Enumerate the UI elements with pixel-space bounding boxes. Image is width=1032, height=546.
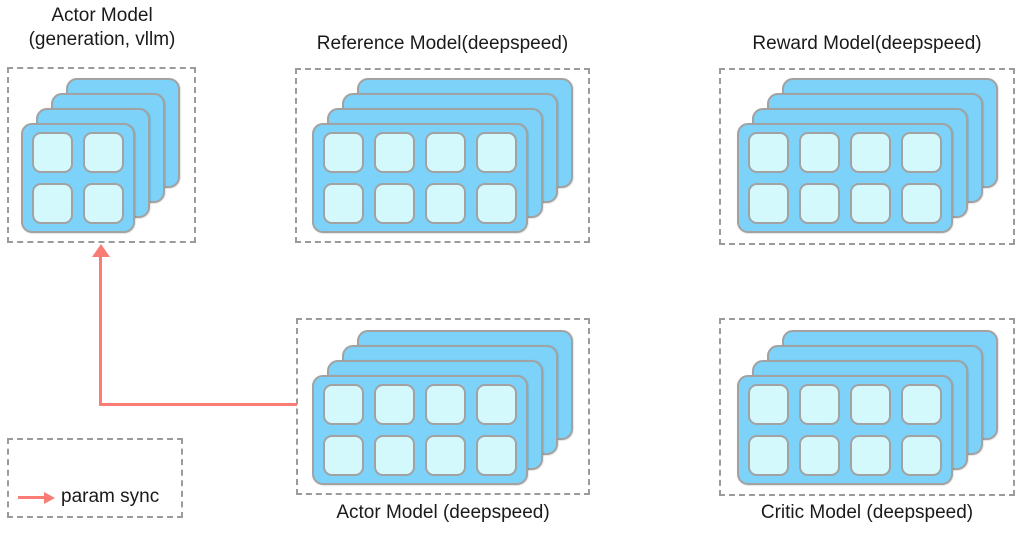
gpu-cell — [748, 132, 789, 173]
gpu-cell — [425, 435, 466, 476]
gpu-cell — [425, 183, 466, 224]
gpu-cell — [32, 183, 73, 224]
gpu-cell — [748, 384, 789, 425]
gpu-grid — [739, 125, 951, 231]
node-title-critic: Critic Model (deepspeed) — [760, 502, 974, 523]
title-line-1: Actor Model — [51, 5, 153, 26]
node-box-reward — [719, 68, 1015, 245]
node-title-reward: Reward Model(deepspeed) — [752, 33, 982, 54]
gpu-card-front — [312, 375, 528, 485]
title-line-2: (generation, vllm) — [28, 29, 176, 50]
gpu-card-stack-actor-vllm — [21, 78, 182, 235]
gpu-cell — [850, 183, 891, 224]
gpu-cell — [425, 384, 466, 425]
gpu-card-front — [312, 123, 528, 233]
gpu-cell — [850, 132, 891, 173]
gpu-grid — [314, 125, 526, 231]
param-sync-arrowhead-icon — [92, 244, 110, 257]
gpu-grid — [314, 377, 526, 483]
gpu-cell — [748, 183, 789, 224]
gpu-cell — [374, 132, 415, 173]
param-sync-arrow-vertical — [99, 256, 102, 406]
gpu-cell — [374, 183, 415, 224]
gpu-cell — [748, 435, 789, 476]
legend-arrow-line — [18, 496, 44, 499]
legend-label: param sync — [61, 486, 160, 507]
gpu-cell — [901, 435, 942, 476]
legend-box: param sync — [7, 438, 183, 518]
gpu-cell — [476, 384, 517, 425]
gpu-grid — [739, 377, 951, 483]
param-sync-arrow-horizontal — [99, 403, 297, 406]
gpu-cell — [374, 435, 415, 476]
gpu-cell — [850, 435, 891, 476]
gpu-cell — [83, 183, 124, 224]
node-title-actor-vllm: Actor Model (generation, vllm) — [0, 4, 204, 52]
gpu-card-stack-reference — [312, 78, 575, 235]
node-box-critic — [719, 318, 1015, 496]
node-box-actor-vllm — [7, 67, 196, 243]
gpu-cell — [476, 183, 517, 224]
gpu-card-stack-actor-deepspeed — [312, 330, 575, 487]
gpu-card-stack-reward — [737, 78, 1000, 235]
gpu-cell — [799, 435, 840, 476]
gpu-card-stack-critic — [737, 330, 1000, 487]
gpu-cell — [901, 384, 942, 425]
gpu-cell — [901, 132, 942, 173]
gpu-cell — [476, 132, 517, 173]
gpu-card-front — [737, 375, 953, 485]
gpu-cell — [799, 183, 840, 224]
gpu-grid — [23, 125, 133, 231]
gpu-cell — [374, 384, 415, 425]
gpu-card-front — [737, 123, 953, 233]
legend-arrow-head-icon — [44, 492, 55, 504]
gpu-cell — [901, 183, 942, 224]
gpu-cell — [32, 132, 73, 173]
gpu-cell — [799, 384, 840, 425]
gpu-cell — [476, 435, 517, 476]
node-box-reference — [295, 68, 590, 243]
gpu-cell — [425, 132, 466, 173]
gpu-cell — [323, 132, 364, 173]
gpu-cell — [799, 132, 840, 173]
gpu-cell — [323, 183, 364, 224]
gpu-cell — [323, 384, 364, 425]
gpu-cell — [323, 435, 364, 476]
node-title-reference: Reference Model(deepspeed) — [316, 33, 569, 54]
node-title-actor-deepspeed: Actor Model (deepspeed) — [336, 502, 550, 523]
gpu-cell — [83, 132, 124, 173]
gpu-card-front — [21, 123, 135, 233]
node-box-actor-deepspeed — [296, 318, 590, 495]
gpu-cell — [850, 384, 891, 425]
